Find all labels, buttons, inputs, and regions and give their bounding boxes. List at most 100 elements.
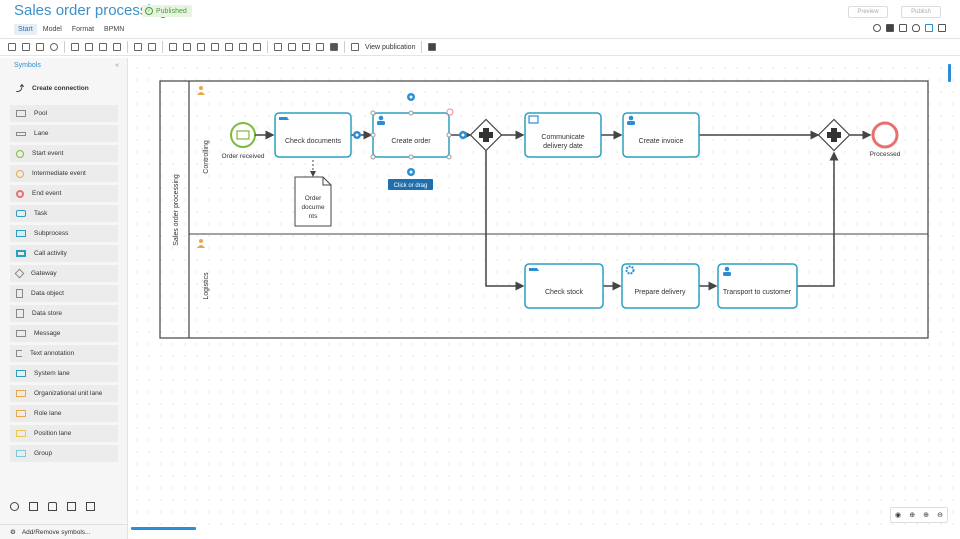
symbol-start-event[interactable]: Start event (10, 145, 118, 162)
redo-icon[interactable] (36, 43, 44, 51)
toolbar-divider (162, 41, 163, 53)
tab-format[interactable]: Format (71, 26, 95, 33)
chart-icon[interactable] (899, 24, 907, 32)
symbol-text-annotation[interactable]: Text annotation (10, 345, 118, 362)
end-event-label: Processed (870, 151, 901, 158)
start-event[interactable] (230, 122, 256, 148)
symbol-position-lane[interactable]: Position lane (10, 425, 118, 442)
view-publication-button[interactable]: View publication (365, 43, 416, 51)
circle-shape-icon[interactable] (10, 502, 19, 511)
undo-icon[interactable] (22, 43, 30, 51)
symbol-subprocess[interactable]: Subprocess (10, 225, 118, 242)
task-communicate-delivery-date[interactable] (524, 112, 602, 158)
publish-button[interactable]: Publish (901, 6, 941, 18)
delete-icon[interactable] (71, 43, 79, 51)
create-connection-button[interactable]: ⤴ Create connection (10, 80, 118, 97)
diagram-view-icon[interactable] (925, 24, 933, 32)
task-label: Check stock (545, 289, 584, 296)
grid-icon[interactable] (330, 43, 338, 51)
edit-icon[interactable] (211, 43, 219, 51)
role-lane-icon (16, 410, 26, 417)
sequence-flow[interactable] (485, 151, 525, 291)
preview-button[interactable]: Preview (848, 6, 888, 18)
lane-icon (16, 131, 26, 136)
symbol-label: End event (32, 190, 62, 197)
service-task-icon (625, 265, 635, 275)
line-color-icon[interactable] (169, 43, 177, 51)
image-shape-icon[interactable] (86, 502, 95, 511)
zoom-fit-icon[interactable]: ⊕ (909, 512, 916, 519)
pool[interactable] (159, 80, 929, 339)
view-publication-icon[interactable] (351, 43, 359, 51)
symbol-task[interactable]: Task (10, 205, 118, 222)
search-icon[interactable] (873, 24, 881, 32)
create-connection-label: Create connection (32, 85, 89, 92)
tab-start[interactable]: Start (14, 24, 37, 35)
collapse-icon[interactable]: « (115, 62, 119, 69)
eye-icon[interactable]: ◉ (895, 512, 902, 519)
task-create-invoice[interactable] (622, 112, 700, 158)
square-shape-icon[interactable] (29, 502, 38, 511)
end-event[interactable] (871, 121, 899, 149)
data-object-icon (16, 289, 23, 298)
task-create-order[interactable] (372, 112, 450, 158)
shield-icon[interactable] (912, 24, 920, 32)
vertical-scrollbar[interactable] (948, 64, 951, 82)
fill-color-icon[interactable] (148, 43, 156, 51)
symbol-data-store[interactable]: Data store (10, 305, 118, 322)
symbol-pool[interactable]: Pool (10, 105, 118, 122)
sequence-flow[interactable] (797, 151, 839, 287)
refresh-icon[interactable] (50, 43, 58, 51)
horizontal-scrollbar[interactable] (131, 527, 196, 530)
manual-task-icon (529, 268, 539, 271)
task-prepare-delivery[interactable] (621, 263, 700, 309)
symbol-intermediate-event[interactable]: Intermediate event (10, 165, 118, 182)
info-icon[interactable] (886, 24, 894, 32)
toolbar-divider (421, 41, 423, 53)
delete-handle-icon[interactable] (446, 108, 454, 116)
zoom-in-icon[interactable]: ⊕ (923, 512, 930, 519)
zoom-out-icon[interactable]: ⊖ (937, 512, 943, 519)
connect-handle-dot (409, 95, 413, 99)
published-icon: ✓ (145, 7, 153, 15)
paste-icon[interactable] (113, 43, 121, 51)
format-painter-icon[interactable] (134, 43, 142, 51)
message-icon (236, 130, 250, 140)
task-check-documents[interactable] (274, 112, 352, 158)
symbol-role-lane[interactable]: Role lane (10, 405, 118, 422)
spacing-icon[interactable] (316, 43, 324, 51)
tab-bpmn[interactable]: BPMN (104, 26, 125, 33)
line-style-icon[interactable] (183, 43, 191, 51)
task-check-stock[interactable] (524, 263, 604, 309)
symbol-gateway[interactable]: Gateway (10, 265, 118, 282)
connector-icon[interactable] (239, 43, 247, 51)
symbol-lane[interactable]: Lane (10, 125, 118, 142)
cut-icon[interactable] (85, 43, 93, 51)
link-icon[interactable] (253, 43, 261, 51)
copy-icon[interactable] (99, 43, 107, 51)
data-object[interactable] (294, 176, 332, 227)
symbol-end-event[interactable]: End event (10, 185, 118, 202)
task-transport-to-customer[interactable] (717, 263, 798, 309)
add-remove-symbols-button[interactable]: ⚙ Add/Remove symbols... (0, 524, 128, 539)
distribute-icon[interactable] (288, 43, 296, 51)
comment-icon[interactable] (428, 43, 437, 51)
table-view-icon[interactable] (938, 24, 946, 32)
tab-model[interactable]: Model (42, 26, 62, 33)
line-width-icon[interactable] (197, 43, 205, 51)
symbol-data-object[interactable]: Data object (10, 285, 118, 302)
save-icon[interactable] (8, 43, 16, 51)
symbol-label: Role lane (34, 410, 62, 417)
shape-icon[interactable] (225, 43, 233, 51)
symbol-label: Subprocess (34, 230, 69, 237)
symbol-system-lane[interactable]: System lane (10, 365, 118, 382)
symbol-message[interactable]: Message (10, 325, 118, 342)
symbol-group[interactable]: Group (10, 445, 118, 462)
route-icon[interactable] (274, 43, 282, 51)
align-icon[interactable] (302, 43, 310, 51)
text-shape-icon[interactable] (67, 502, 76, 511)
symbol-call-activity[interactable]: Call activity (10, 245, 118, 262)
symbol-organizational-unit-lane[interactable]: Organizational unit lane (10, 385, 118, 402)
selection-handles[interactable] (370, 110, 452, 160)
pentagon-shape-icon[interactable] (48, 502, 57, 511)
